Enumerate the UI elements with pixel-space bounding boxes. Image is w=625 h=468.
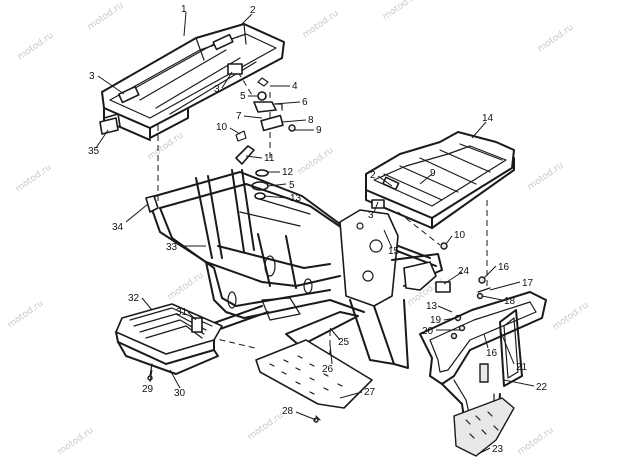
watermark: motod.ru xyxy=(86,1,126,33)
callout-12: 12 xyxy=(282,167,294,178)
footrest xyxy=(115,303,223,381)
callout-15: 15 xyxy=(388,246,400,257)
main-frame xyxy=(145,169,443,369)
callout-6: 6 xyxy=(302,97,308,108)
watermark: motod.ru xyxy=(516,426,556,458)
callout-29: 29 xyxy=(142,384,154,395)
callout-5: 5 xyxy=(289,180,295,191)
front-rack xyxy=(101,23,285,141)
rear-rack xyxy=(365,131,515,229)
rear-bumper-hardware xyxy=(435,242,491,340)
callout-20: 20 xyxy=(422,326,434,337)
callout-3: 3 xyxy=(214,84,220,95)
callout-18: 18 xyxy=(504,296,516,307)
callout-19: 19 xyxy=(430,315,442,326)
callout-10: 10 xyxy=(454,230,466,241)
rear-bumper xyxy=(419,291,547,457)
callout-16: 16 xyxy=(486,348,498,359)
watermark: motod.ru xyxy=(301,9,341,41)
callout-35: 35 xyxy=(88,146,100,157)
callout-30: 30 xyxy=(174,388,186,399)
callout-21: 21 xyxy=(516,362,528,373)
callout-8: 8 xyxy=(308,115,314,126)
callout-10: 10 xyxy=(216,122,228,133)
watermark: motod.ru xyxy=(6,299,46,331)
watermark: motod.ru xyxy=(526,161,566,193)
watermark: motod.ru xyxy=(166,271,206,303)
callout-labels: 1 2 3 3 4 5 6 7 8 9 35 10 11 12 5 13 14 … xyxy=(88,4,548,455)
callout-9: 9 xyxy=(430,168,436,179)
callout-leaders xyxy=(95,11,535,455)
callout-17: 17 xyxy=(522,278,534,289)
callout-16: 16 xyxy=(498,262,510,273)
reflector-part xyxy=(99,117,119,135)
callout-22: 22 xyxy=(536,382,548,393)
watermark: motod.ru xyxy=(146,131,186,163)
callout-25: 25 xyxy=(338,337,350,348)
callout-7: 7 xyxy=(236,111,242,122)
callout-23: 23 xyxy=(492,444,504,455)
watermark: motod.ru xyxy=(14,163,54,195)
assembly-guide-lines xyxy=(157,71,488,362)
callout-32: 32 xyxy=(128,293,140,304)
callout-28: 28 xyxy=(282,406,294,417)
callout-1: 1 xyxy=(181,4,187,15)
callout-33: 33 xyxy=(166,242,178,253)
watermark: motod.ru xyxy=(246,411,286,443)
watermark: motod.ru xyxy=(16,31,56,63)
callout-26: 26 xyxy=(322,364,334,375)
front-rack-hardware xyxy=(103,63,296,132)
callout-3: 3 xyxy=(89,71,95,82)
callout-2: 2 xyxy=(370,170,376,181)
callout-13: 13 xyxy=(426,301,438,312)
floor-plate xyxy=(255,339,373,423)
watermark: motod.ru xyxy=(296,146,336,178)
callout-5: 5 xyxy=(240,91,246,102)
callout-4: 4 xyxy=(292,81,298,92)
callout-3: 3 xyxy=(368,210,374,221)
callout-11: 11 xyxy=(264,153,275,164)
callout-34: 34 xyxy=(112,222,124,233)
callout-24: 24 xyxy=(458,266,470,277)
watermark: motod.ru xyxy=(56,426,96,458)
watermark: motod.ru xyxy=(536,23,576,55)
callout-13: 13 xyxy=(290,193,302,204)
callout-9: 9 xyxy=(316,125,322,136)
callout-14: 14 xyxy=(482,113,494,124)
watermark: motod.ru xyxy=(381,0,421,22)
callout-27: 27 xyxy=(364,387,376,398)
center-mounting-hardware xyxy=(235,130,269,200)
callout-2: 2 xyxy=(250,5,256,16)
watermark: motod.ru xyxy=(551,301,591,333)
callout-31: 31 xyxy=(176,307,188,318)
